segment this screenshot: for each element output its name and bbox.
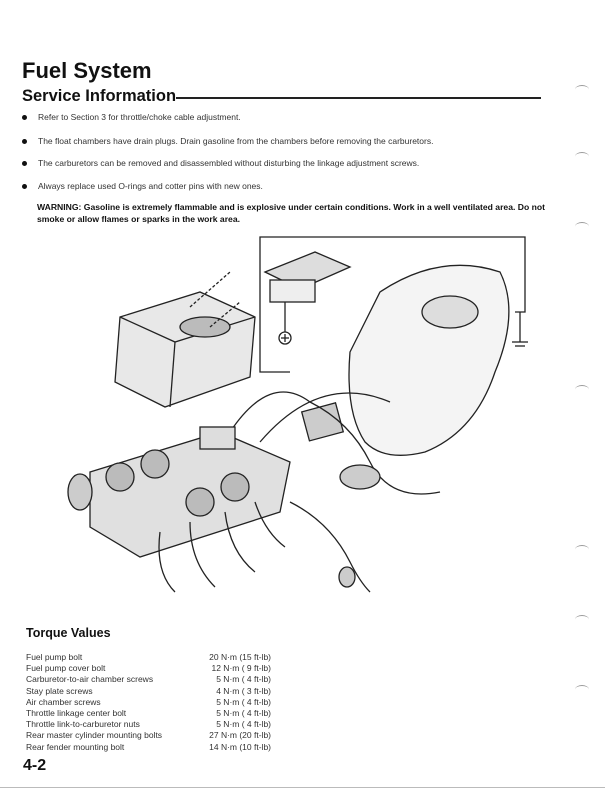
bullet-icon (22, 139, 27, 145)
fuel-system-diagram (67, 236, 528, 593)
page-title: Fuel System (22, 58, 152, 83)
torque-value: 5 N·m ( 4 ft-lb) (216, 719, 271, 730)
torque-item: Air chamber screws (26, 696, 101, 707)
warning-text: WARNING: Gasoline is extremely flammable… (37, 202, 545, 224)
torque-value: 14 N·m (10 ft-lb) (209, 741, 271, 752)
bullet-item: The carburetors can be removed and disas… (22, 158, 419, 168)
bullet-text: Always replace used O-rings and cotter p… (38, 181, 263, 191)
torque-value: 20 N·m (15 ft-lb) (209, 652, 271, 662)
binding-hole-mark (575, 545, 589, 554)
torque-item: Carburetor-to-air chamber screws (26, 674, 154, 685)
torque-value: 27 N·m (20 ft-lb) (209, 730, 271, 741)
fuel-tank (300, 264, 510, 456)
carburetor-assembly (67, 431, 291, 593)
torque-row: Fuel pump bolt 20 N·m (15 ft-lb) (26, 652, 271, 662)
bullet-icon (22, 115, 27, 121)
bullet-item: Refer to Section 3 for throttle/choke ca… (22, 112, 241, 122)
bullet-text: The carburetors can be removed and disas… (38, 158, 420, 168)
torque-value: 4 N·m ( 3 ft-lb) (216, 685, 271, 696)
air-chamber (114, 271, 256, 408)
section-rule (176, 97, 541, 99)
section-title: Service Information (22, 87, 177, 105)
fuel-gauge-unit (263, 251, 352, 345)
binding-hole-mark (575, 85, 589, 94)
torque-item: Throttle linkage center bolt (26, 708, 127, 718)
torque-row: Fuel pump cover bolt 12 N·m ( 9 ft-lb) (26, 663, 271, 673)
fuel-hoses (199, 391, 441, 593)
torque-row: Carburetor-to-air chamber screws 5 N·m ( … (26, 674, 271, 684)
bullet-text: Refer to Section 3 for throttle/choke ca… (38, 112, 241, 122)
bottom-rule (0, 787, 605, 788)
binding-hole-mark (575, 615, 589, 624)
bullet-icon (22, 184, 27, 190)
torque-row: Rear master cylinder mounting bolts 27 N·… (26, 730, 271, 740)
page-number: 4-2 (23, 757, 47, 774)
binding-hole-mark (575, 222, 589, 231)
torque-value: 5 N·m ( 4 ft-lb) (216, 708, 271, 718)
bullet-item: The float chambers have drain plugs. Dra… (22, 136, 433, 146)
bullet-item: Always replace used O-rings and cotter p… (22, 181, 263, 191)
torque-row: Throttle link-to-carburetor nuts 5 N·m ( … (26, 719, 271, 729)
torque-item: Rear master cylinder mounting bolts (26, 730, 163, 741)
torque-value: 5 N·m ( 4 ft-lb) (216, 674, 271, 685)
binding-hole-mark (575, 685, 589, 694)
torque-row: Rear fender mounting bolt 14 N·m (10 ft-l… (26, 742, 271, 752)
torque-item: Rear fender mounting bolt (26, 741, 125, 752)
torque-item: Throttle link-to-carburetor nuts (26, 719, 140, 730)
bullet-text: The float chambers have drain plugs. Dra… (38, 136, 434, 146)
bullet-icon (22, 161, 27, 167)
binding-hole-mark (575, 385, 589, 394)
torque-row: Air chamber screws 5 N·m ( 4 ft-lb) (26, 697, 271, 707)
torque-row: Stay plate screws 4 N·m ( 3 ft-lb) (26, 686, 271, 696)
torque-item: Stay plate screws (26, 685, 93, 696)
wiring-frame (259, 236, 528, 373)
torque-item: Fuel pump bolt (26, 652, 83, 662)
torque-value: 12 N·m ( 9 ft-lb) (211, 663, 271, 674)
binding-hole-mark (575, 152, 589, 161)
torque-row: Throttle linkage center bolt 5 N·m ( 4 ft… (26, 708, 271, 718)
torque-value: 5 N·m ( 4 ft-lb) (216, 696, 271, 707)
torque-item: Fuel pump cover bolt (26, 663, 106, 674)
torque-values-title: Torque Values (26, 626, 111, 640)
